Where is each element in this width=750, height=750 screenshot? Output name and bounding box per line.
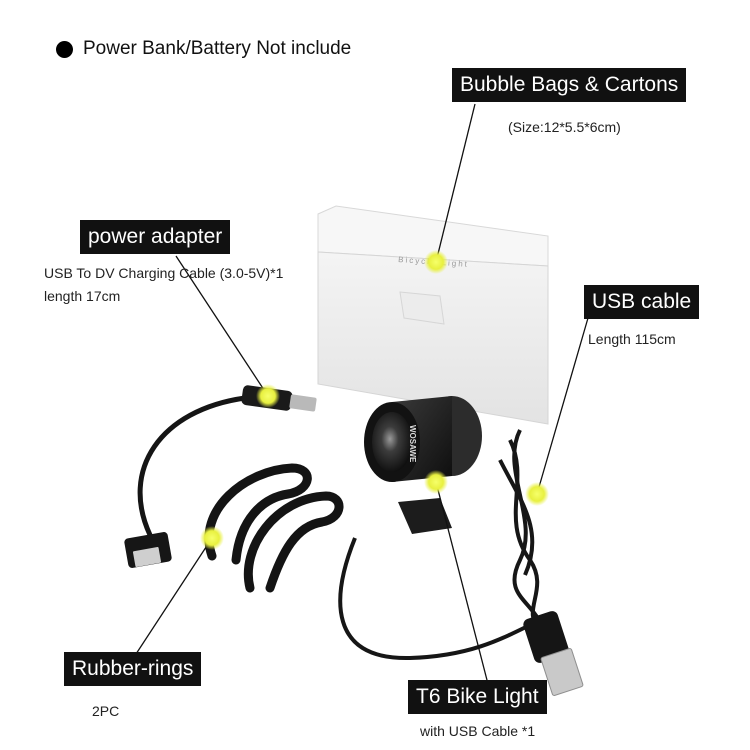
bubble-bags-label: Bubble Bags & Cartons [452,68,687,102]
bubble-bags-size: (Size:12*5.5*6cm) [508,119,621,135]
usb-plug [523,611,584,696]
lamp-print: WOSAWE [408,425,417,463]
bike-light-detail: with USB Cable *1 [420,723,536,739]
usb-cable-label: USB cable [584,285,700,319]
battery-notice-text: Power Bank/Battery Not include [83,38,352,59]
rubber-rings-label: Rubber-rings [64,652,202,686]
usb-cable [338,429,548,661]
pointer-lines [135,103,589,685]
battery-notice: Power Bank/Battery Not include [56,38,351,60]
callout-markers [200,250,549,550]
power-adapter-label: power adapter [80,220,231,254]
product-box: Bicycle Light [317,205,549,425]
rubber-rings-count: 2PC [92,703,120,719]
bike-light: WOSAWE [364,396,482,534]
bike-light-label: T6 Bike Light [408,680,547,714]
rubber-rings [204,463,344,593]
usb-cable-length: Length 115cm [588,331,676,347]
power-adapter-cable [124,385,317,568]
bullet-dot-icon [56,40,73,58]
power-adapter-detail-2: length 17cm [44,288,121,304]
power-adapter-detail-1: USB To DV Charging Cable (3.0-5V)*1 [44,265,284,281]
